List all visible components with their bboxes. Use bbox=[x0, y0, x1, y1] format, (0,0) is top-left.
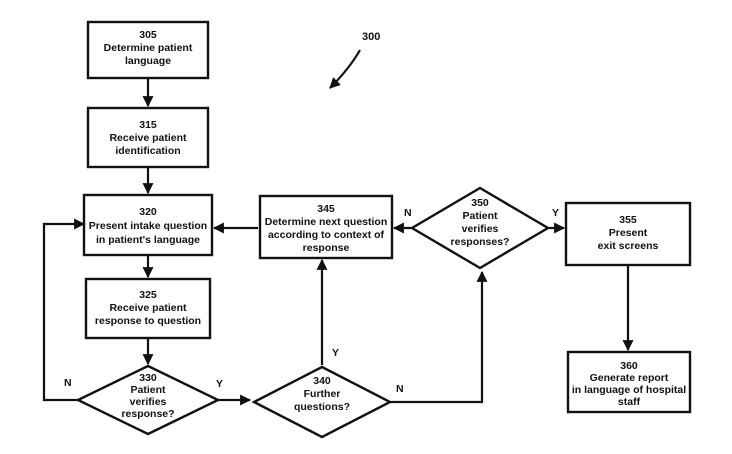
node-350-line-2: verifies bbox=[462, 223, 499, 235]
node-340-line-2: questions? bbox=[294, 401, 350, 413]
edge-330-no-loop bbox=[42, 218, 86, 402]
node-325-id: 325 bbox=[139, 289, 157, 301]
node-320-line-2: in patient's language bbox=[96, 234, 200, 246]
node-350-line-3: responses? bbox=[451, 236, 510, 248]
node-325: 325 Receive patient response to question bbox=[84, 277, 212, 340]
edge-label-330-yes: Y bbox=[216, 378, 223, 390]
node-330-line-3: response? bbox=[121, 408, 174, 420]
edge-label-350-no: N bbox=[404, 207, 412, 219]
node-360-line-1: Generate report bbox=[590, 372, 669, 384]
node-320-line-1: Present intake question bbox=[89, 220, 207, 232]
node-325-line-1: Receive patient bbox=[109, 302, 187, 314]
node-330-line-1: Patient bbox=[130, 384, 166, 396]
node-355: 355 Present exit screens bbox=[564, 201, 692, 267]
node-345-line-2: according to context of bbox=[268, 229, 385, 241]
node-315-line-1: Receive patient bbox=[109, 132, 187, 144]
node-330-line-2: verifies bbox=[130, 396, 167, 408]
node-315-id: 315 bbox=[139, 119, 157, 131]
node-345-id: 345 bbox=[317, 203, 335, 215]
node-340: 340 Further questions? bbox=[251, 365, 393, 439]
node-355-line-1: Present bbox=[609, 227, 648, 239]
node-315: 315 Receive patient identification bbox=[86, 106, 210, 169]
node-315-line-2: identification bbox=[115, 145, 180, 157]
node-350-id: 350 bbox=[471, 197, 489, 209]
node-305: 305 Determine patient language bbox=[86, 20, 210, 80]
node-360: 360 Generate report in language of hospi… bbox=[566, 350, 692, 414]
node-325-line-2: response to question bbox=[95, 315, 201, 327]
node-360-line-2: in language of hospital bbox=[572, 384, 686, 396]
edge-label-340-yes: Y bbox=[332, 347, 339, 359]
node-340-line-1: Further bbox=[304, 388, 341, 400]
node-330-id: 330 bbox=[139, 372, 157, 384]
node-305-id: 305 bbox=[139, 29, 157, 41]
node-320-id: 320 bbox=[139, 206, 157, 218]
node-355-id: 355 bbox=[619, 214, 637, 226]
node-350-line-1: Patient bbox=[462, 210, 498, 222]
node-320: 320 Present intake question in patient's… bbox=[82, 193, 214, 257]
edge-label-340-no: N bbox=[396, 383, 404, 395]
node-350: 350 Patient verifies responses? bbox=[409, 186, 551, 270]
node-345-line-3: response bbox=[303, 242, 350, 254]
edge-340-no bbox=[390, 270, 488, 404]
node-360-line-3: staff bbox=[618, 396, 641, 408]
node-305-line-1: Determine patient bbox=[104, 42, 193, 54]
node-355-line-2: exit screens bbox=[598, 240, 659, 252]
node-305-line-2: language bbox=[125, 55, 171, 67]
node-360-id: 360 bbox=[620, 360, 638, 372]
figure-label: 300 bbox=[362, 31, 380, 43]
node-345: 345 Determine next question according to… bbox=[258, 194, 394, 260]
node-330: 330 Patient verifies response? bbox=[75, 364, 221, 436]
edge-label-350-yes: Y bbox=[552, 207, 559, 219]
figure-pointer-arrow bbox=[329, 49, 361, 89]
node-340-id: 340 bbox=[313, 375, 331, 387]
edge-label-330-no: N bbox=[64, 377, 72, 389]
node-345-line-1: Determine next question bbox=[265, 216, 388, 228]
